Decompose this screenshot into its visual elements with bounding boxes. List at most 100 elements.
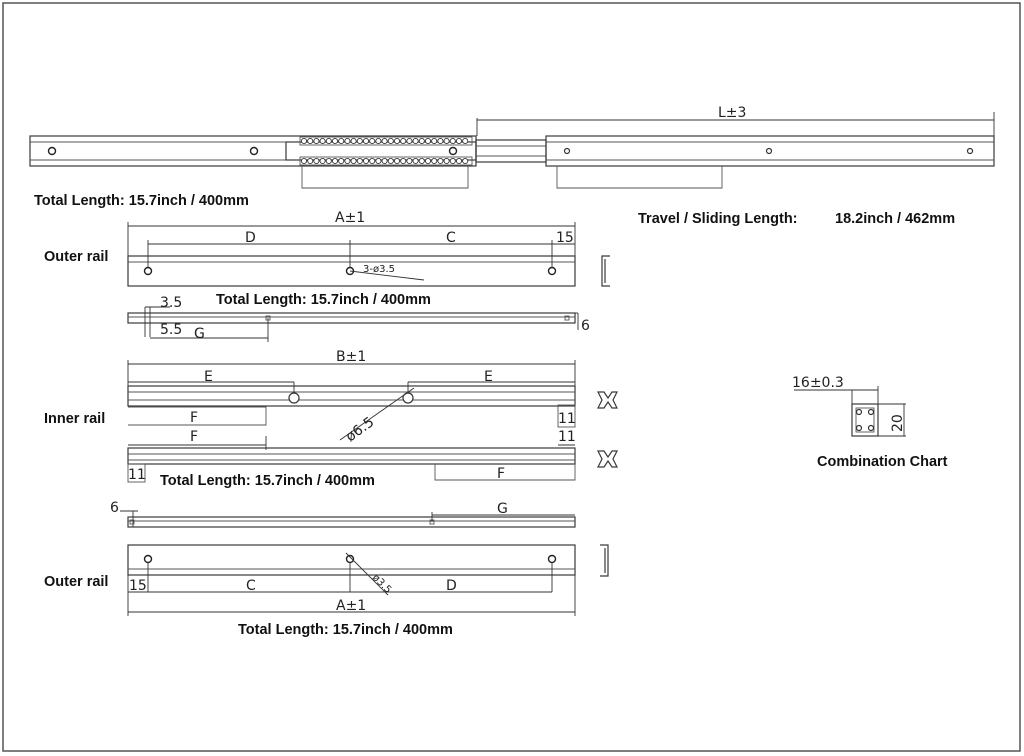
dim-6: 6	[581, 318, 590, 334]
dim-G: G	[194, 326, 205, 342]
combination-profile	[851, 403, 879, 437]
ball-bearing	[313, 137, 320, 145]
ball-bearing	[319, 137, 326, 145]
mount-hole	[448, 146, 458, 156]
dim-A: A±1	[335, 210, 365, 226]
travel-length-value: 18.2inch / 462mm	[835, 211, 955, 227]
dim-E-right: E	[484, 369, 493, 385]
ball-bearing	[424, 137, 432, 145]
ball-bearing	[344, 157, 351, 165]
inner-rail-upper-body	[127, 385, 576, 407]
hole-leader-line	[339, 387, 415, 441]
mount-hole	[249, 146, 259, 156]
dim-D: D	[245, 230, 256, 246]
outer-rail-bottom-view: 15 C D A±1 ø3.5	[127, 544, 609, 616]
combination-chart: 16±0.3 20	[792, 375, 906, 437]
outer-rail-bottom-label: Outer rail	[44, 574, 108, 590]
dim-F-1: F	[190, 410, 198, 426]
ball-bearing	[300, 137, 308, 145]
dim-L: L±3	[718, 105, 746, 121]
dim-F-2: F	[190, 429, 198, 445]
ball-bearing	[462, 137, 469, 145]
ball-bearing	[449, 137, 456, 145]
mount-hole	[547, 554, 557, 564]
ball-bearing	[437, 137, 444, 145]
ball-bearing	[362, 157, 370, 165]
ball-bearing	[424, 157, 432, 165]
ball-bearing	[331, 157, 339, 165]
mount-hole	[765, 147, 773, 155]
inner-rail-lower-body	[127, 447, 576, 465]
ball-bearing	[418, 157, 425, 165]
ball-bearing	[350, 157, 357, 165]
profile-strip-bottom-body	[127, 516, 576, 528]
dim-15: 15	[556, 230, 574, 246]
mount-hole	[143, 266, 153, 276]
dim-11-a: 11	[558, 411, 576, 427]
profile-strip-bottom: 6 G	[110, 500, 576, 528]
ball-bearing	[400, 137, 407, 145]
travel-length-label: Travel / Sliding Length:	[638, 211, 798, 227]
ball-bearing	[375, 157, 382, 165]
ball-bearing	[369, 137, 376, 145]
dim-E-left: E	[204, 369, 213, 385]
dim-16: 16±0.3	[792, 375, 844, 391]
dim-G-bottom: G	[497, 501, 508, 517]
ball-bearing	[375, 137, 382, 145]
dim-B: B±1	[336, 349, 366, 365]
dim-C: C	[446, 230, 456, 246]
dim-3-5: 3.5	[160, 295, 182, 311]
ball-bearing	[449, 157, 456, 165]
ball-bearing	[406, 157, 413, 165]
ball-bearing	[381, 157, 388, 165]
ball-bearing	[387, 137, 394, 145]
dim-20: 20	[890, 414, 906, 432]
ball-bearing	[462, 157, 469, 165]
ball-bearing	[319, 157, 326, 165]
ball-bearing	[307, 157, 314, 165]
ball-bearing	[338, 157, 345, 165]
ball-bearing	[331, 137, 339, 145]
outer-rail-top-label: Outer rail	[44, 249, 108, 265]
mount-hole	[563, 147, 571, 155]
mount-hole	[547, 266, 557, 276]
ball-bearing	[362, 137, 370, 145]
dim-F-3: F	[497, 466, 505, 482]
ball-bearing	[300, 157, 308, 165]
mount-hole	[288, 392, 300, 404]
dim-6-bottom: 6	[110, 500, 119, 516]
ball-bearing	[406, 137, 413, 145]
assembly-inner-rail	[545, 135, 995, 167]
dim-C-bottom: C	[246, 578, 256, 594]
outer-rail-top-total-length: Total Length: 15.7inch / 400mm	[216, 292, 431, 308]
dim-15-bottom: 15	[129, 578, 147, 594]
ball-bearing	[431, 157, 438, 165]
inner-rail-label: Inner rail	[44, 411, 105, 427]
profile-strip-top-body	[127, 312, 576, 324]
outer-rail-bottom-total-length: Total Length: 15.7inch / 400mm	[238, 622, 453, 638]
ball-bearing	[412, 137, 419, 145]
ball-bearing	[313, 157, 320, 165]
dim-D-bottom: D	[446, 578, 457, 594]
dim-11-c: 11	[128, 467, 146, 483]
ball-bearing	[393, 137, 401, 145]
ball-bearing	[431, 137, 438, 145]
ball-bearing	[455, 157, 463, 165]
ball-bearing	[350, 137, 357, 145]
mount-hole	[143, 554, 153, 564]
ball-bearing	[325, 137, 332, 145]
outer-rail-top-view: A±1 D C 15 3-ø3.5	[127, 210, 610, 287]
mount-hole	[402, 392, 414, 404]
ball-bearing	[400, 157, 407, 165]
dim-hole-diameter: 3-ø3.5	[363, 264, 395, 275]
assembly-sliding-section	[475, 139, 547, 163]
outer-rail-profile-icon	[601, 255, 610, 287]
inner-rail-total-length: Total Length: 15.7inch / 400mm	[160, 473, 375, 489]
assembly-view: L±3	[29, 105, 995, 189]
ball-bearing	[443, 137, 450, 145]
ball-bearing	[393, 157, 401, 165]
assembly-total-length: Total Length: 15.7inch / 400mm	[34, 193, 249, 209]
